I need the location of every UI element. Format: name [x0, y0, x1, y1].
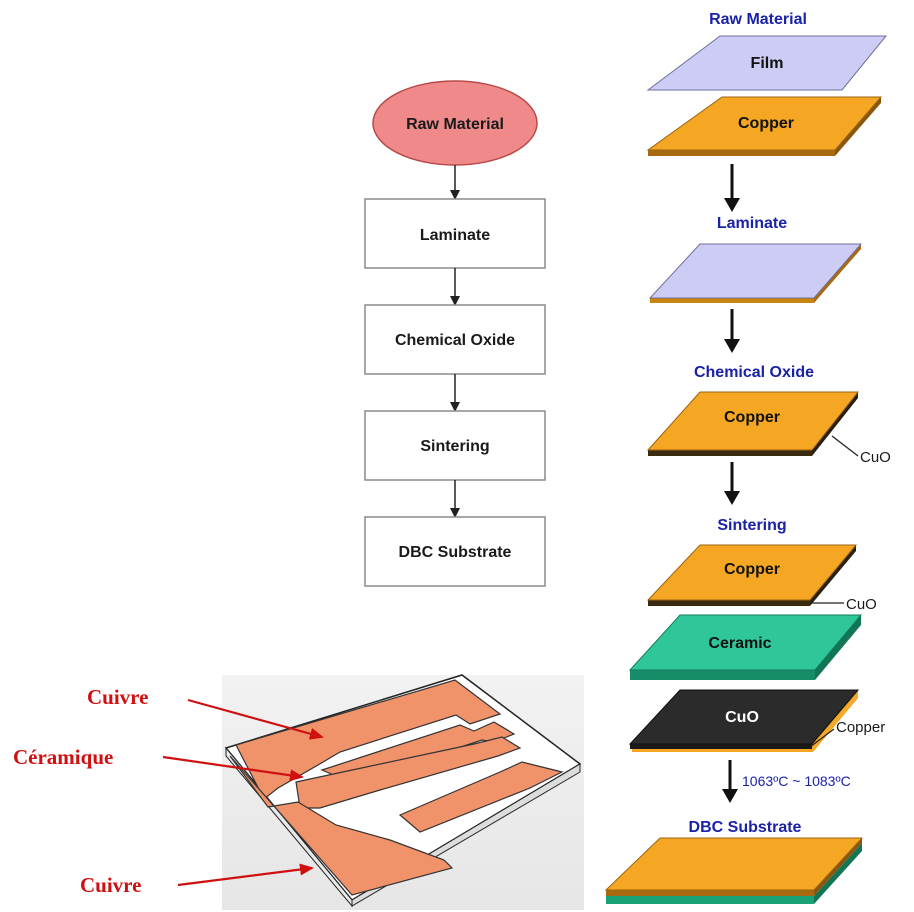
cuo-plate — [628, 689, 860, 752]
dbc-substrate-node — [364, 516, 546, 587]
laminate-plate — [648, 243, 863, 303]
laminate-label: Laminate — [420, 227, 490, 244]
arrow-cuivre-bottom — [177, 863, 314, 887]
copper-plate-oxide — [646, 391, 860, 456]
copper-label-oxide: Copper — [724, 409, 780, 426]
cuo-pointer-oxide — [831, 435, 859, 457]
copper-label-raw: Copper — [738, 115, 794, 132]
copper-pad-right — [398, 761, 564, 833]
copper-note-sintering: Copper — [836, 719, 885, 736]
arrow-cuivre-top — [187, 698, 324, 740]
sintering-title: Sintering — [717, 517, 786, 534]
dbc-substrate-plate — [604, 837, 864, 904]
raw-material-title: Raw Material — [709, 11, 807, 28]
laminate-node — [364, 198, 546, 269]
chemical-oxide-title: Chemical Oxide — [694, 364, 814, 381]
chemical-oxide-label: Chemical Oxide — [395, 332, 515, 349]
label-cuivre-top: Cuivre — [87, 685, 148, 709]
cuo-note-oxide: CuO — [860, 449, 891, 466]
film-label: Film — [751, 55, 784, 72]
copper-label-sintering: Copper — [724, 561, 780, 578]
sintering-label: Sintering — [420, 438, 489, 455]
laminate-title: Laminate — [717, 215, 787, 232]
ceramic-plate — [628, 614, 863, 680]
copper-pad-top — [235, 679, 502, 800]
film-plate — [646, 35, 888, 91]
cuo-note-sintering: CuO — [846, 596, 877, 613]
ceramic-label: Ceramic — [708, 635, 771, 652]
process-arrow-2-head — [724, 339, 740, 353]
cuo-label: CuO — [725, 709, 759, 726]
copper-pointer-sintering — [809, 728, 835, 748]
temperature-note: 1063ºC ~ 1083ºC — [742, 773, 851, 789]
dbc-substrate-title: DBC Substrate — [689, 819, 802, 836]
dbc-substrate-label: DBC Substrate — [399, 544, 512, 561]
raw-material-label: Raw Material — [406, 116, 504, 133]
copper-plate-sintering — [646, 544, 858, 606]
process-arrow-1-head — [724, 198, 740, 212]
label-ceramique: Céramique — [13, 745, 113, 769]
process-arrow-4-head — [722, 789, 738, 803]
arrow-ceramique — [162, 755, 304, 782]
flowchart: Raw Material Laminate Chemical Oxide Sin… — [364, 80, 546, 587]
process-column: Raw Material Film Copper Laminate Chemic… — [604, 11, 891, 904]
copper-plate-raw — [646, 96, 883, 156]
process-arrow-3-head — [724, 491, 740, 505]
dbc-illustration: Cuivre Céramique Cuivre — [13, 674, 584, 910]
copper-pad-bottom — [229, 755, 454, 896]
sintering-node — [364, 410, 546, 481]
label-cuivre-bottom: Cuivre — [80, 873, 141, 897]
